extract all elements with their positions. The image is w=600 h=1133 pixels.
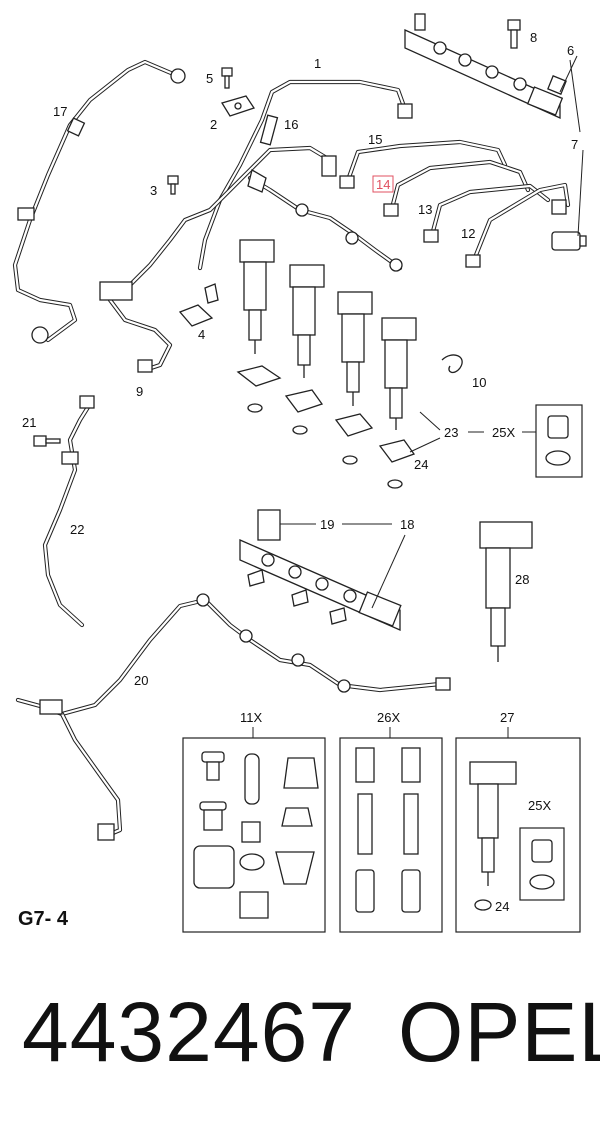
return-line-9: [99, 145, 337, 373]
callout-27: 27: [500, 710, 514, 725]
part-number: 4432467: [22, 985, 357, 1079]
injector-pipe-12: [465, 182, 571, 268]
pressure-sensor-7: [551, 231, 587, 251]
callout-20: 20: [134, 673, 148, 688]
callout-16: 16: [284, 117, 298, 132]
clip-2: [220, 95, 256, 117]
injector-23-4: [381, 317, 417, 430]
injector-pipe-14: [383, 159, 531, 217]
injector-23-2: [289, 264, 325, 378]
callout-15: 15: [368, 132, 382, 147]
callout-4: 4: [198, 327, 205, 342]
figure-code: G7- 4: [18, 908, 69, 930]
injector-28: [479, 521, 533, 662]
callout-8: 8: [530, 30, 537, 45]
pipe-17: [12, 59, 186, 344]
kit-27: [455, 737, 581, 933]
fuel-rail-18: [239, 509, 402, 631]
callout-2: 2: [210, 117, 217, 132]
callout-25x-b: 25X: [528, 798, 551, 813]
callout-7: 7: [571, 137, 578, 152]
callout-3: 3: [150, 183, 157, 198]
callout-17: 17: [53, 104, 67, 119]
seal-kit-25x-upper: [535, 404, 583, 478]
fuel-rail-6: [404, 13, 567, 120]
callouts: 1 2 3 4 5 6 7 8 9 10 12 13 14 15 16 17 1…: [22, 30, 578, 914]
brand-name: OPEL: [398, 985, 600, 1079]
callout-14-highlight: [372, 175, 394, 193]
callout-11x: 11X: [240, 710, 262, 725]
callout-6: 6: [567, 43, 574, 58]
callout-24b: 24: [495, 899, 509, 914]
callout-9: 9: [136, 384, 143, 399]
callout-19: 19: [320, 517, 334, 532]
callout-26x: 26X: [377, 710, 400, 725]
kit-26x: [339, 737, 443, 933]
injector-23-1: [239, 239, 275, 354]
callout-25x-a: 25X: [492, 425, 515, 440]
kit-11x: [182, 737, 326, 933]
tube-16: [259, 114, 279, 146]
injector-23-3: [337, 291, 373, 406]
callout-5: 5: [206, 71, 213, 86]
callout-28: 28: [515, 572, 529, 587]
bracket-4: [178, 283, 219, 327]
callout-24a: 24: [414, 457, 428, 472]
callout-10: 10: [472, 375, 486, 390]
callout-12: 12: [461, 226, 475, 241]
leakoff-line: [247, 169, 403, 272]
bolt-8: [507, 19, 521, 49]
bolt-21: [33, 435, 61, 447]
clip-10: [441, 354, 463, 374]
pipe-22: [42, 395, 95, 628]
pipe-1: [197, 79, 413, 271]
pipe-20: [15, 593, 451, 841]
bolt-5: [221, 67, 233, 89]
callout-23: 23: [444, 425, 458, 440]
callout-13: 13: [418, 202, 432, 217]
injector-pipe-15: [339, 139, 508, 189]
callout-14: 14: [376, 177, 390, 192]
callout-1: 1: [314, 56, 321, 71]
clamp-seals: [236, 365, 416, 489]
leader-lines: [252, 55, 584, 738]
callout-18: 18: [400, 517, 414, 532]
callout-21: 21: [22, 415, 36, 430]
bolt-3: [167, 175, 179, 195]
callout-22: 22: [70, 522, 84, 537]
